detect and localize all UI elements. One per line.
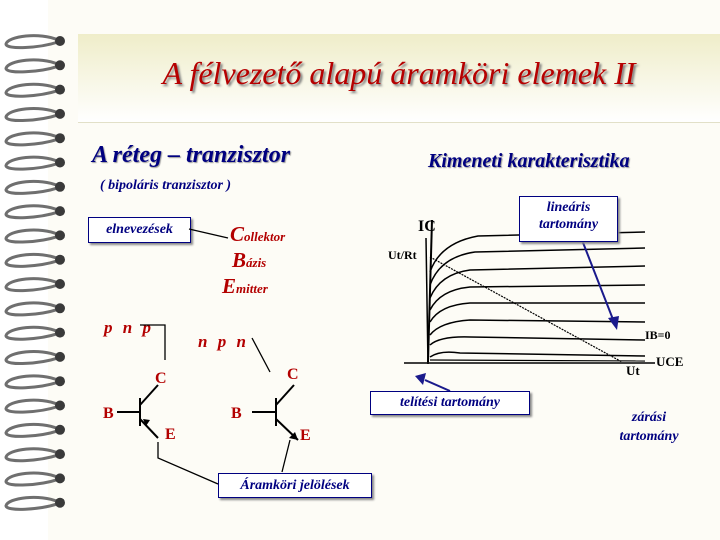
base-term: Bázis (232, 248, 266, 273)
pnp-connector (140, 324, 166, 360)
spiral-ring (4, 34, 59, 50)
spiral-ring (4, 447, 59, 463)
binding-hole (55, 351, 65, 362)
binding-hole (55, 108, 65, 119)
binding-hole (55, 327, 65, 338)
pnp-collector-label: C (155, 370, 167, 387)
pnp-transistor-symbol (117, 384, 159, 439)
base-initial: B (232, 248, 247, 272)
cutoff-region-label: zárási tartomány (619, 410, 679, 444)
binding-hole (55, 254, 65, 265)
spiral-ring (4, 228, 59, 244)
npn-connector (251, 337, 271, 373)
binding-hole (55, 279, 65, 289)
pnp-emitter-label: E (165, 426, 176, 443)
binding-hole (55, 133, 65, 144)
graph-ib-zero-label: IB=0 (645, 328, 671, 342)
spiral-ring (4, 131, 59, 147)
binding-hole (55, 303, 65, 314)
spiral-ring (4, 107, 59, 122)
binding-hole (55, 230, 65, 241)
linear-arrow-line (581, 239, 615, 323)
spiral-binding (4, 34, 65, 511)
collector-initial: C (230, 222, 245, 246)
npn-to-symbols-line (281, 439, 291, 473)
saturation-arrow-head (415, 373, 426, 385)
output-characteristic-graph (404, 219, 655, 365)
npn-base-label: B (231, 405, 242, 422)
pnp-to-symbols-line (157, 442, 219, 485)
binding-hole (55, 181, 65, 192)
npn-label: n p n (198, 332, 249, 351)
emitter-term: Emitter (222, 274, 268, 299)
names-to-terms-line (188, 228, 229, 239)
graph-ut-rt-label: Ut/Rt (388, 248, 417, 262)
base-rest: ázis (246, 255, 267, 270)
binding-hole (55, 84, 65, 95)
emitter-initial: E (222, 274, 237, 298)
pnp-base-label: B (103, 405, 114, 422)
binding-hole (55, 497, 65, 508)
spiral-ring (4, 252, 59, 268)
spiral-ring (4, 204, 59, 220)
binding-hole (55, 36, 65, 46)
spiral-ring (4, 325, 59, 341)
graph-ut-axis-label: Ut (626, 363, 640, 378)
spiral-ring (4, 422, 59, 438)
binding-hole (55, 473, 65, 484)
spiral-ring (4, 471, 59, 487)
collector-rest: ollektor (244, 229, 286, 244)
names-box: elnevezések (88, 217, 191, 243)
spiral-ring (4, 398, 59, 414)
circuit-symbols-box: Áramköri jelölések (218, 473, 372, 498)
binding-hole (55, 376, 65, 387)
spiral-ring (4, 82, 59, 98)
spiral-ring (4, 301, 59, 317)
spiral-ring (4, 155, 59, 171)
spiral-ring (4, 277, 59, 293)
slide-subtitle: A réteg – tranzisztor (92, 142, 291, 168)
slide-title: A félvezető alapú áramköri elemek II (162, 55, 636, 91)
binding-hole (55, 206, 65, 217)
title-band (78, 34, 720, 123)
linear-region-box: lineáris tartomány (519, 196, 618, 242)
spiral-ring (4, 179, 59, 195)
spiral-ring (4, 495, 59, 511)
pnp-label: p n p (104, 318, 154, 337)
binding-hole (55, 60, 65, 71)
emitter-rest: mitter (236, 281, 268, 296)
collector-term: Collektor (230, 222, 285, 247)
binding-hole (55, 157, 65, 168)
binding-hole (55, 424, 65, 435)
binding-hole (55, 449, 65, 460)
npn-collector-label: C (287, 366, 299, 383)
saturation-arrow-line (424, 379, 451, 392)
spiral-ring (4, 350, 59, 365)
npn-transistor-symbol (252, 384, 299, 441)
graph-ic-label: IC (418, 218, 436, 235)
linear-arrow-head (608, 316, 619, 330)
saturation-region-box: telítési tartomány (370, 391, 530, 415)
binding-hole (55, 400, 65, 411)
bipolar-note: ( bipoláris tranzisztor ) (100, 178, 232, 193)
npn-emitter-label: E (300, 427, 311, 444)
spiral-ring (4, 58, 59, 74)
spiral-ring (4, 374, 59, 390)
graph-uce-label: UCE (656, 354, 684, 369)
output-characteristic-title: Kimeneti karakterisztika (428, 150, 630, 172)
